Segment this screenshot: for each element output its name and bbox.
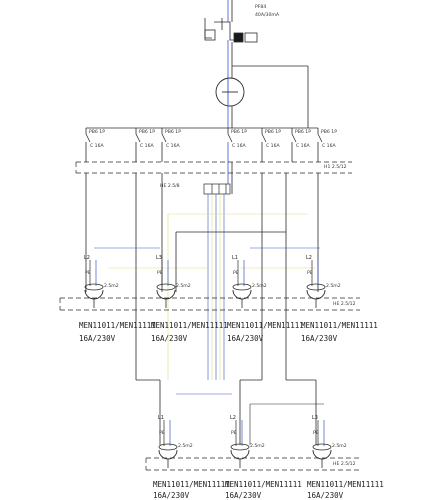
socket-face [84,283,104,291]
socket-pe-label: PE [307,270,313,276]
breaker-rating: C 16A [140,143,155,149]
socket-phase-label: L2 [230,415,236,421]
breaker-ref: PB6 1P [321,129,337,135]
circuit-wiring [85,162,324,445]
socket-face [158,443,178,451]
tray-mid-label: HE 2.5/12 [333,301,356,307]
breaker-ref: PB6 1P [265,129,281,135]
breaker-switch [317,133,323,143]
breaker-rating: C 16A [296,143,311,149]
socket-model: MEN11011/MEN11111 [225,480,302,489]
breaker-rating: C 16A [166,143,181,149]
breaker-row: PB6 1P C 16A PB6 1P C 16A PB6 1P C 16A PB6 1P C… [85,128,337,162]
socket-cable-label: 2.5m2 [332,443,347,449]
socket-phase-label: L2 [84,255,90,261]
breaker-2: PB6 1P C 16A [135,128,155,162]
socket-rating: 16A/230V [225,491,262,500]
breaker-ref: PB6 1P [231,129,247,135]
socket-rating: 16A/230V [227,334,264,343]
socket-rating: 16A/230V [79,334,116,343]
breaker-switch [261,133,267,143]
socket-pe-label: PE [157,270,163,276]
tray-bottom-label: HE 2.5/12 [333,461,356,467]
meter-symbol [215,77,245,107]
breaker-rating: C 16A [266,143,281,149]
breaker-switch [85,133,91,143]
socket-model: MEN11011/MEN11111 [301,321,378,330]
breaker-switch [291,133,297,143]
breaker-switch [135,133,141,143]
socket-face [306,283,326,291]
breaker-3: PB6 1P C 16A [161,128,181,162]
breaker-ref: PB6 1P [165,129,181,135]
cable-tray-top [75,161,352,174]
bus-label: HE 2.5/8 [160,183,180,189]
socket-pe-label: PE [159,430,165,436]
main-device [204,0,258,78]
breaker-rating: C 16A [322,143,337,149]
breaker-switch [161,133,167,143]
socket-pe-label: PE [233,270,239,276]
socket-face [232,283,252,291]
socket-cable-label: 2.5m2 [250,443,265,449]
socket-model: MEN11011/MEN11111 [151,321,228,330]
socket-pe-label: PE [85,270,91,276]
breaker-6: PB6 1P C 16A [291,128,311,162]
breaker-switch [227,133,233,143]
socket-rating: 16A/230V [307,491,344,500]
socket-phase-label: L1 [158,415,164,421]
socket-cable-label: 2.5m2 [104,283,119,289]
breaker-rating: C 16A [90,143,105,149]
tray-top-label: H1 2.5/12 [324,164,347,170]
socket-model: MEN11011/MEN11111 [153,480,230,489]
breaker-ref: PB6 1P [139,129,155,135]
socket-phase-label: L2 [306,255,312,261]
breaker-4: PB6 1P C 16A [227,128,247,162]
socket-cable-label: 2.5m2 [176,283,191,289]
socket-rating: 16A/230V [301,334,338,343]
cable-tray-bottom [145,457,360,471]
socket-phase-label: L3 [156,255,162,261]
socket-cable-label: 2.5m2 [252,283,267,289]
socket-cable-label: 2.5m2 [326,283,341,289]
socket-face [156,283,176,291]
socket-face [312,443,332,451]
socket-rating: 16A/230V [151,334,188,343]
socket-rating: 16A/230V [153,491,190,500]
breaker-7: PB6 1P C 16A [317,128,337,162]
socket-pe-label: PE [231,430,237,436]
socket-phase-label: L3 [312,415,318,421]
socket-face [230,443,250,451]
breaker-ref: PB6 1P [295,129,311,135]
main-device-ref: PF84 [255,4,266,10]
socket-pe-label: PE [313,430,319,436]
breaker-1: PB6 1P C 16A [85,128,105,162]
socket-cable-label: 2.5m2 [178,443,193,449]
breaker-rating: C 16A [232,143,247,149]
socket-phase-label: L1 [232,255,238,261]
breaker-5: PB6 1P C 16A [261,128,281,162]
junction-box [203,183,231,195]
feeder-trunk [227,65,309,128]
socket-model: MEN11011/MEN11111 [79,321,156,330]
socket-model: MEN11011/MEN11111 [227,321,304,330]
socket-model: MEN11011/MEN11111 [307,480,384,489]
main-device-rating: 40A/30mA [255,12,280,18]
cable-tray-mid [59,297,360,311]
breaker-ref: PB6 1P [89,129,105,135]
